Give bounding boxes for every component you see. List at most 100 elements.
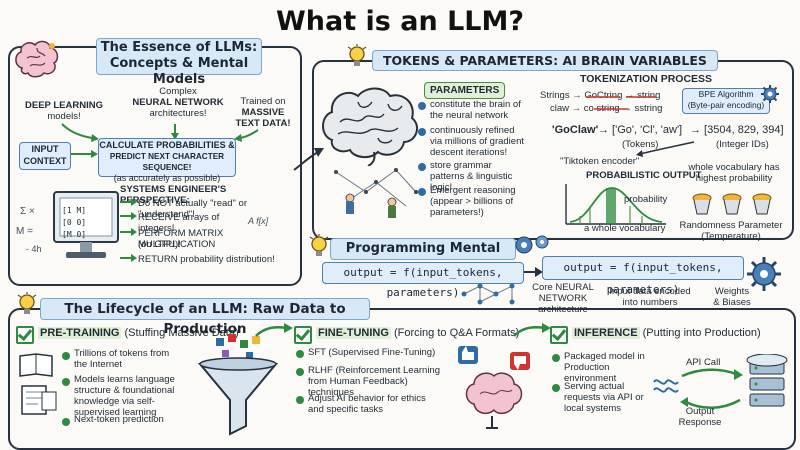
input-enc-line2: into numbers (622, 297, 678, 308)
ids-list: → [3504, 829, 394] (690, 124, 784, 136)
param-item-3: store grammar patterns & linguistic logi… (430, 160, 513, 193)
trained-line3: TEXT DATA! (235, 118, 291, 129)
lightbulb-icon (347, 44, 367, 66)
input-enc-line1: Input data encoded (609, 286, 691, 297)
param-bullet-1 (418, 102, 426, 110)
pre-item-2: Models learns language structure & found… (74, 374, 175, 418)
matrix-right: [M 0] (62, 230, 87, 239)
param-item-2: continuously refined via millions of gra… (430, 125, 524, 158)
calc-line1: CALCULATE PROBABILITIES & (99, 140, 235, 150)
input-context-box: INPUT CONTEXT (19, 142, 71, 170)
lightbulb-icon-3 (17, 292, 37, 314)
param-item-1: constitute the brain of the neural netwo… (430, 99, 521, 121)
sys-item-4: RETURN probability distribution! (138, 254, 275, 265)
api-call-label: API Call (686, 357, 721, 368)
big-gear-icon (747, 257, 781, 291)
deep-learning-label: DEEP LEARNING models! (16, 100, 112, 122)
input-line1: INPUT (31, 144, 59, 154)
tokenization-title: TOKENIZATION PROCESS (580, 73, 713, 85)
monitor-icon (53, 191, 119, 258)
essence-arrows (61, 123, 259, 158)
trained-label: Trained on MASSIVE TEXT DATA! (232, 96, 294, 129)
randomness-line1: Randomness Parameter (679, 220, 783, 231)
neural-line1: Complex (159, 86, 197, 97)
network-graphic (461, 283, 515, 305)
finetuning-check-icon (294, 326, 312, 344)
fine-bullet-3 (296, 396, 304, 404)
pre-item-1: Trillions of tokens from the Internet (74, 348, 170, 370)
matrix-left: [1 M] (62, 206, 87, 215)
lightbulb-icon-2 (309, 234, 329, 256)
whole-vocab-label: whole vocabulary has highest probability (684, 162, 784, 184)
page-title: What is an LLM? (275, 6, 525, 37)
a-whole-vocab: a whole vocabulary (584, 223, 666, 234)
finetuning-arrow (513, 323, 551, 337)
deep-learning-line1: DEEP LEARNING (25, 100, 103, 111)
pre-bullet-2 (62, 378, 70, 386)
formula-right: output = f(input_tokens, parameters) (542, 256, 744, 296)
big-brain-icon (322, 87, 419, 166)
fine-bullet-1 (296, 350, 304, 358)
tokens-header: TOKENS & PARAMETERS: AI BRAIN VARIABLES (372, 50, 718, 71)
pre-bullet-1 (62, 352, 70, 360)
trained-line1: Trained on (240, 96, 286, 107)
input-encoded-label: Input data encoded into numbers (602, 286, 698, 308)
api-flow-icon (653, 354, 788, 409)
neural-line3: architectures! (149, 108, 207, 119)
probability-label: probability (624, 194, 668, 205)
pretraining-sub: (Stuffing Massive Data) (124, 327, 239, 339)
lifecycle-panel (8, 308, 796, 450)
inf-bullet-1 (552, 354, 560, 362)
randomness-label: Randomness Parameter (Temperature) (676, 220, 786, 242)
pretraining-heading: PRE-TRAINING (Stuffing Massive Data) (38, 326, 239, 340)
books-icon (19, 353, 57, 415)
strings-line: Strings → GoCtring → string (540, 90, 661, 101)
essence-header-line1: The Essence of LLMs: (100, 40, 258, 55)
tiktoken-arrow (636, 141, 695, 157)
parameters-label: PARAMETERS (424, 82, 506, 99)
strikethrough-marks (586, 96, 656, 110)
randomness-line2: (Temperature) (701, 231, 761, 242)
tokens-list: → ['Go', 'Cl', 'aw'] (598, 124, 683, 136)
finetuning-title: FINE-TUNING (316, 327, 391, 339)
neural-network-label: Complex NEURAL NETWORK architectures! (126, 86, 230, 119)
param-bullet-2 (418, 128, 426, 136)
inf-item-1: Packaged model in Production environment (564, 351, 645, 384)
finetuning-sub: (Forcing to Q&A Formats) (393, 327, 520, 339)
prob-output-label: PROBABILISTIC OUTPUT (586, 170, 702, 181)
bpe-box: BPE Algorithm (Byte-pair encoding) (682, 88, 770, 114)
vals-scribble: - 4h (26, 244, 42, 254)
fine-item-2: RLHF (Reinforcement Learning from Human … (308, 365, 441, 398)
bpe-line2: (Byte-pair encoding) (687, 100, 765, 110)
essence-header-line2: Concepts & Mental Models (109, 56, 249, 87)
sys-item-1: Do NOT actually "read" or "understand"! (138, 198, 247, 220)
inference-sub: (Putting into Production) (642, 327, 761, 339)
sys-item-3b: (on GPU)! (138, 239, 181, 250)
inference-check-icon (550, 326, 568, 344)
inference-title: INFERENCE (572, 327, 640, 339)
pretraining-arrow (255, 323, 293, 337)
bpe-line1: BPE Algorithm (698, 89, 754, 99)
funnel-icon (197, 334, 279, 436)
tiktoken-label: "Tiktoken encoder" (560, 156, 640, 167)
fine-item-3: Adjust AI behavior for ethics and specif… (308, 393, 426, 415)
param-bullet-3 (418, 163, 426, 171)
af-scribble: A f[x] (248, 216, 269, 226)
param-bullet-4 (418, 188, 426, 196)
sys-title: SYSTEMS ENGINEER'S PERSPECTIVE: (120, 184, 227, 206)
pre-item-3: Next-token prediction (74, 414, 164, 425)
sys-item-2: RECEIVE arrays of integers! (138, 212, 220, 234)
fine-bullet-2 (296, 368, 304, 376)
core-line2: NETWORK (538, 293, 588, 304)
gear-icon (761, 85, 779, 103)
calc-box: CALCULATE PROBABILITIES & PREDICT NEXT C… (98, 138, 236, 183)
thumbs-brain-icon (458, 346, 530, 429)
trained-line2: MASSIVE (241, 107, 285, 118)
programming-header: Programming Mental Model (330, 238, 516, 276)
neural-line2: NEURAL NETWORK (132, 97, 224, 108)
whole-vocab-line1: whole vocabulary has (688, 162, 780, 173)
gears-icon (515, 235, 549, 254)
lifecycle-header: The Lifecycle of an LLM: Raw Data to Pro… (40, 298, 370, 337)
sigma-scribble: Σ × (20, 206, 35, 217)
pretraining-title: PRE-TRAINING (38, 327, 122, 339)
